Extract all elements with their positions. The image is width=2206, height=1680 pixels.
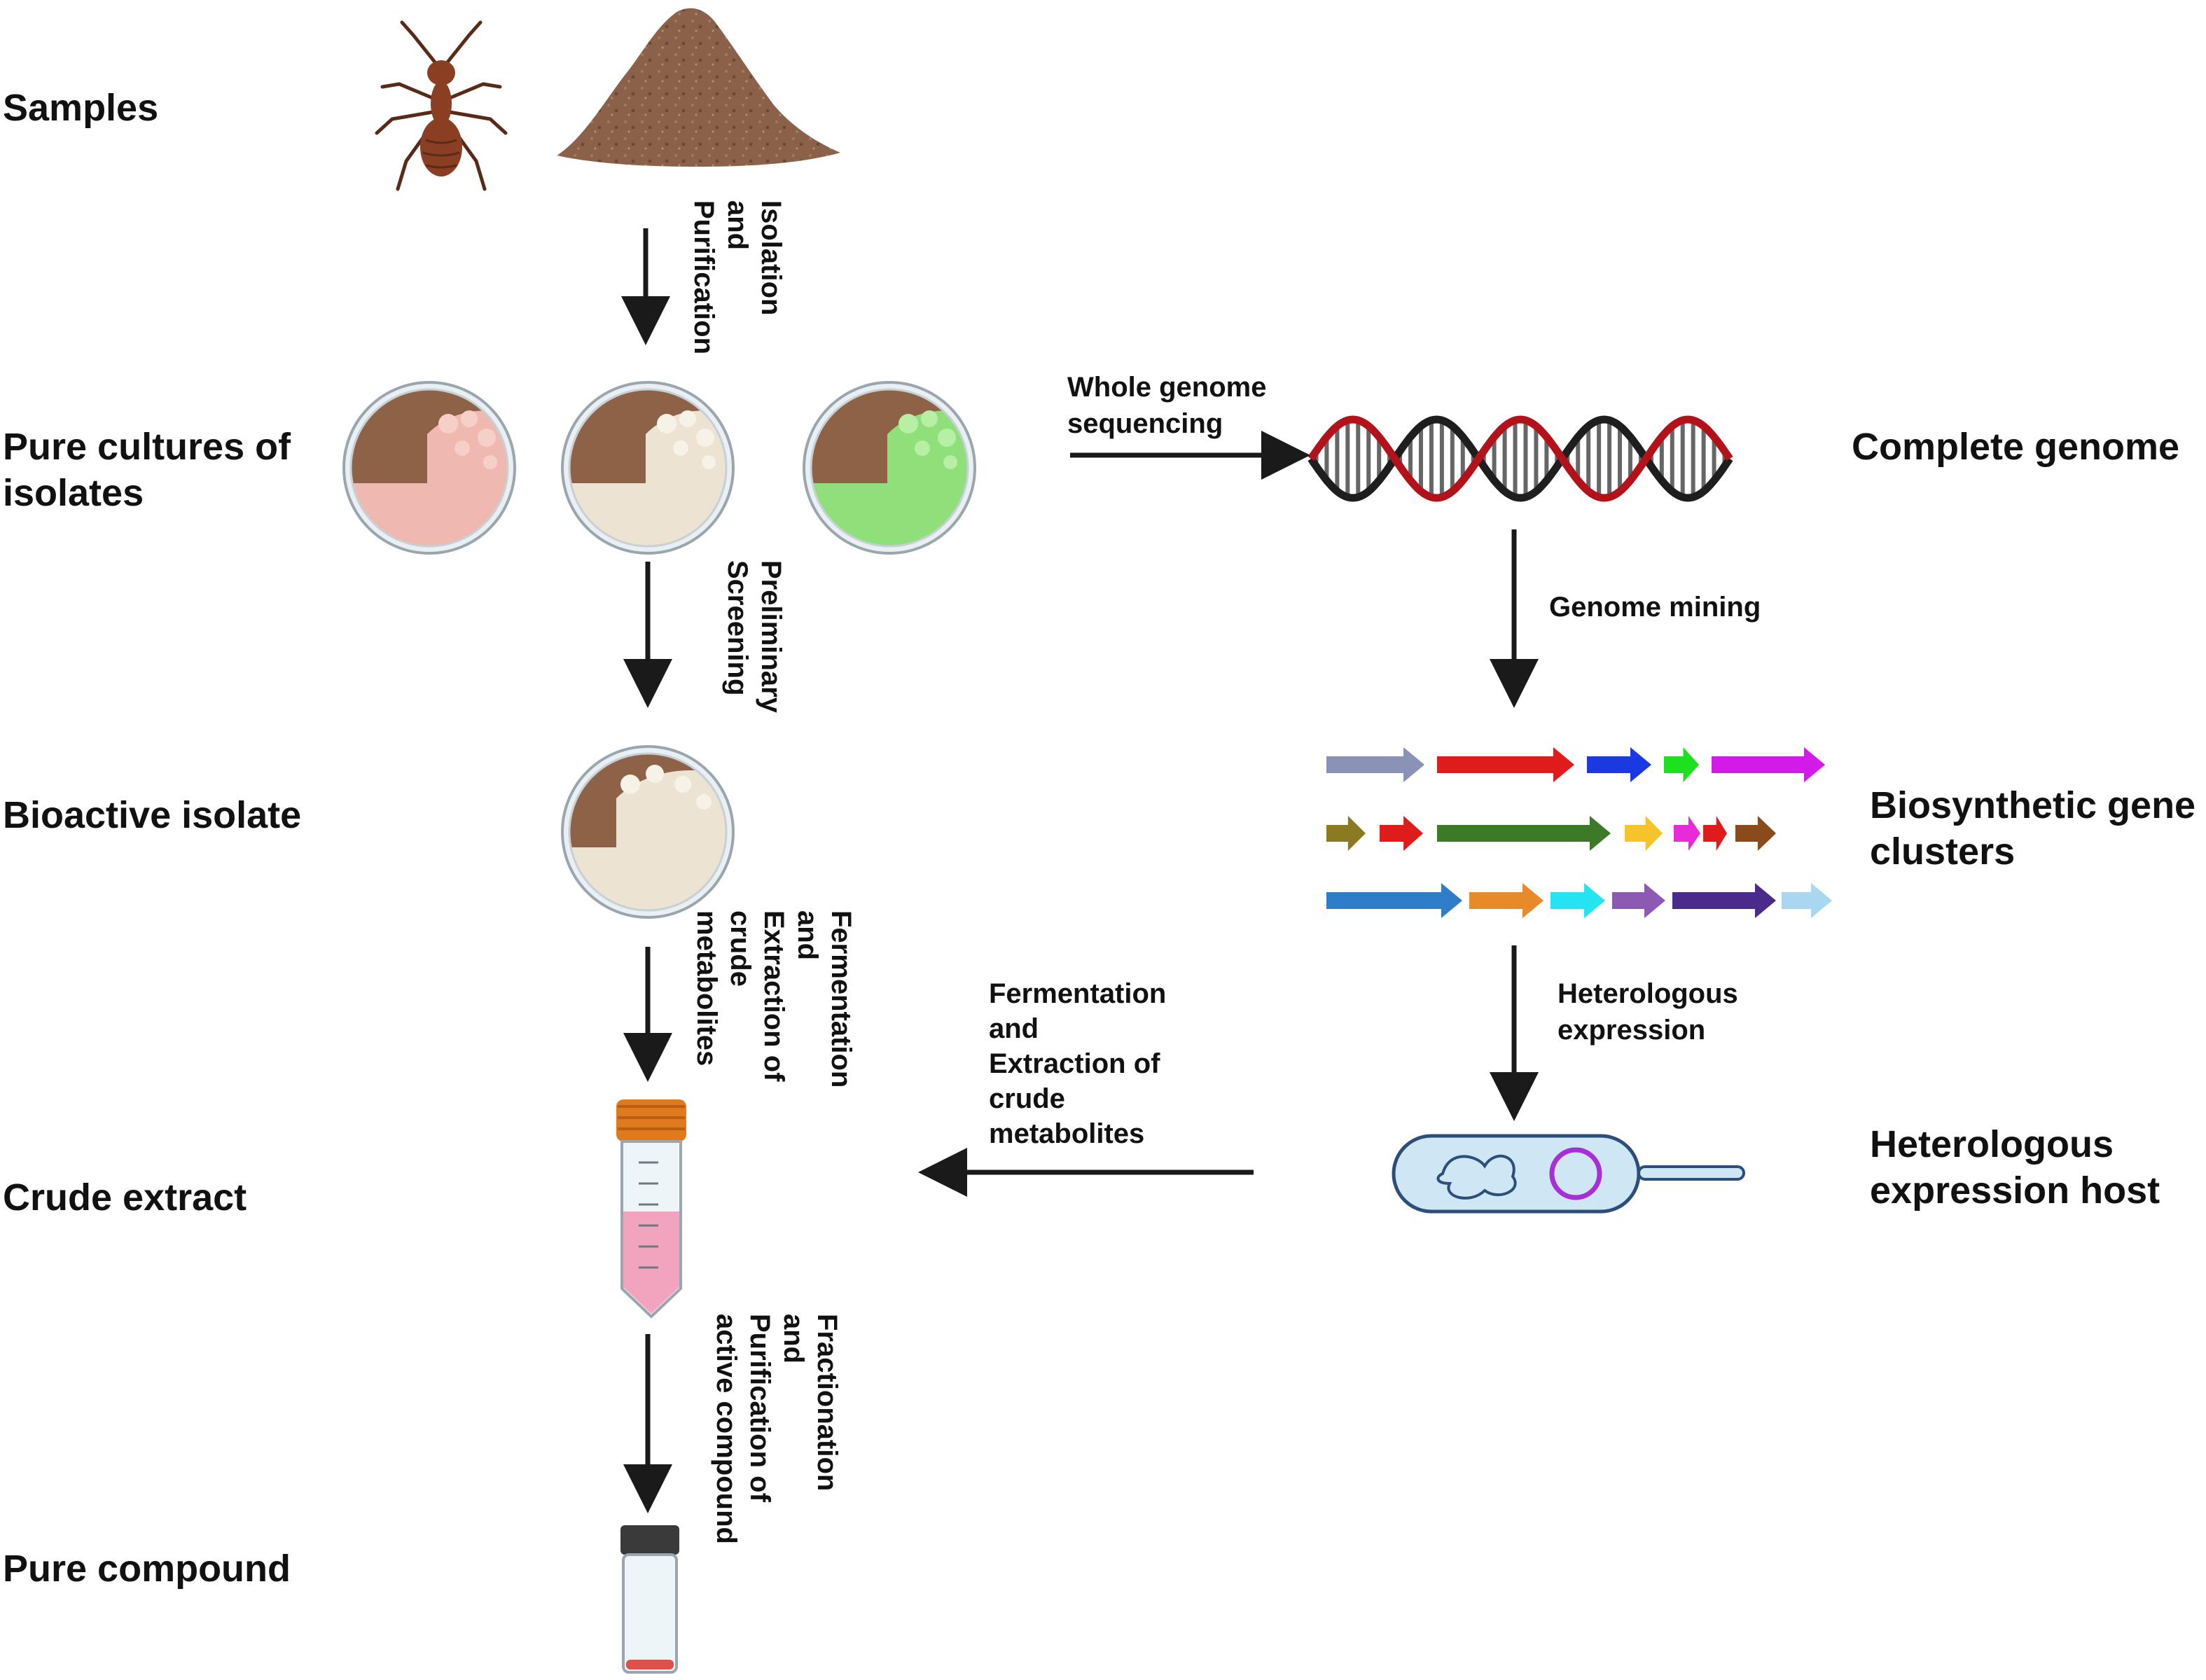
step-label-genome-mining: Genome mining [1549,592,1761,623]
gene-arrow [1326,816,1366,851]
step-label-fermentation-right: Fermentation and Extraction of crude met… [989,978,1174,1149]
stage-label-pure-compound: Pure compound [3,1548,291,1590]
stage-label-crude-extract: Crude extract [3,1176,247,1219]
stage-label-biosynthetic-gene-clusters: Biosynthetic gene clusters [1870,784,2206,873]
stage-label-samples: Samples [3,87,158,129]
gene-arrow [1703,816,1727,851]
step-label-fractionation: Fractionation and Purification of active… [711,1314,842,1544]
culture-dish-pink [342,381,516,555]
culture-dish-cream [561,381,735,555]
step-label-fermentation-left: Fermentation and Extraction of crude met… [691,910,856,1095]
gene-arrow [1437,747,1574,782]
gene-arrow [1380,816,1423,851]
stage-label-heterologous-expression-host: Heterologous expression host [1870,1123,2160,1212]
step-label-screening: Preliminary Screening [722,560,786,721]
ant-icon [375,20,508,191]
dna-helix-icon [1307,415,1733,502]
gene-arrow [1672,883,1776,918]
gene-arrow [1551,883,1605,918]
gene-arrow [1625,816,1663,851]
soil-pile-icon [557,8,840,167]
gene-arrow [1469,883,1543,918]
bioactive-isolate-dish [561,745,735,919]
gene-cluster-arrows [1326,747,1832,918]
gene-arrow [1712,747,1825,782]
stage-label-pure-cultures: Pure cultures of isolates [3,426,301,514]
gene-arrow [1587,747,1651,782]
gene-arrow [1735,816,1776,851]
gene-arrow [1326,747,1424,782]
gene-arrow [1674,816,1700,851]
gene-arrow [1612,883,1665,918]
gene-arrow [1326,883,1462,918]
gene-arrow [1437,816,1611,851]
pure-compound-vial-icon [620,1525,679,1674]
stage-label-bioactive-isolate: Bioactive isolate [3,794,301,836]
culture-dish-green [803,381,976,555]
gene-arrow [1664,747,1699,782]
host-cell-icon [1392,1134,1745,1214]
step-label-heterologous-expression: Heterologous expression [1558,978,1746,1046]
crude-extract-tube-icon [616,1099,686,1319]
step-label-isolation: Isolation and Purification [688,200,786,354]
stage-label-complete-genome: Complete genome [1852,426,2179,468]
gene-arrow [1782,883,1832,918]
step-label-whole-genome-sequencing: Whole genome sequencing [1067,372,1275,439]
